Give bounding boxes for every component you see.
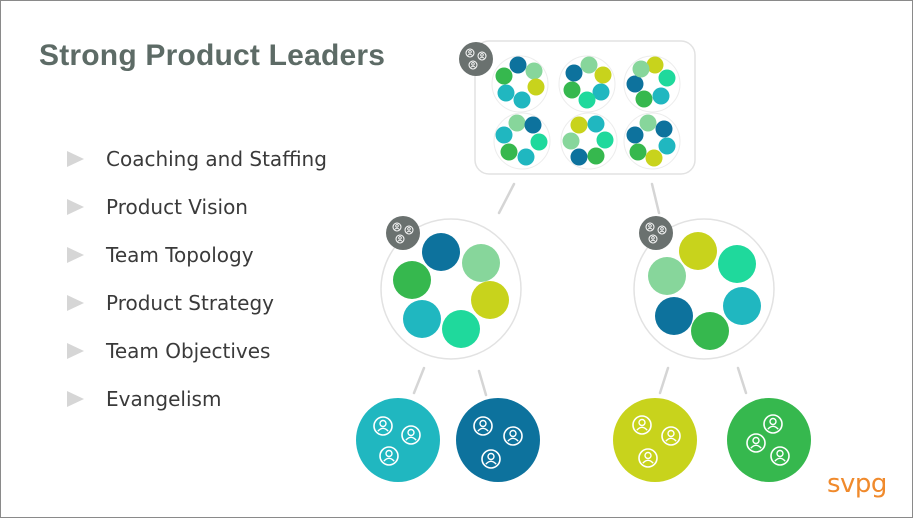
triangle-bullet-icon (67, 391, 84, 407)
triangle-bullet-icon (67, 295, 84, 311)
bullet-text: Product Vision (106, 195, 248, 219)
connector-lines (412, 182, 748, 397)
bullet-text: Coaching and Staffing (106, 147, 327, 171)
connector-line (412, 366, 426, 395)
team-cluster (560, 112, 618, 170)
connector-line (477, 369, 488, 397)
bullet-text: Team Topology (106, 243, 254, 267)
team-circle (613, 398, 697, 482)
bullet-text: Evangelism (106, 387, 222, 411)
triangle-bullet-icon (67, 151, 84, 167)
leadership-team-box (459, 40, 696, 175)
group-people-icon (639, 216, 673, 250)
team-circle (356, 398, 440, 482)
connector-line (658, 366, 670, 395)
group-right (633, 216, 775, 360)
group-people-icon (459, 42, 493, 76)
team-circle (727, 398, 811, 482)
connector-line (736, 366, 748, 395)
bullet-item: Coaching and Staffing (67, 135, 327, 183)
page-title: Strong Product Leaders (39, 39, 386, 72)
triangle-bullet-icon (67, 247, 84, 263)
group-people-icon (386, 216, 420, 250)
triangle-bullet-icon (67, 343, 84, 359)
bullet-item: Product Vision (67, 183, 327, 231)
svpg-logo: svpg (827, 469, 887, 499)
connector-line (650, 182, 661, 215)
bullet-list: Coaching and Staffing Product Vision Tea… (67, 135, 327, 423)
bullet-text: Product Strategy (106, 291, 274, 315)
team-circle (456, 398, 540, 482)
group-left (380, 216, 522, 360)
team-cluster (558, 55, 616, 113)
triangle-bullet-icon (67, 199, 84, 215)
team-cluster (623, 112, 681, 170)
bullet-item: Product Strategy (67, 279, 327, 327)
team-cluster (493, 112, 551, 170)
bullet-item: Evangelism (67, 375, 327, 423)
team-cluster (623, 55, 681, 113)
team-cluster (491, 55, 549, 113)
connector-line (497, 182, 516, 215)
bullet-item: Team Topology (67, 231, 327, 279)
bullet-item: Team Objectives (67, 327, 327, 375)
bullet-text: Team Objectives (106, 339, 271, 363)
